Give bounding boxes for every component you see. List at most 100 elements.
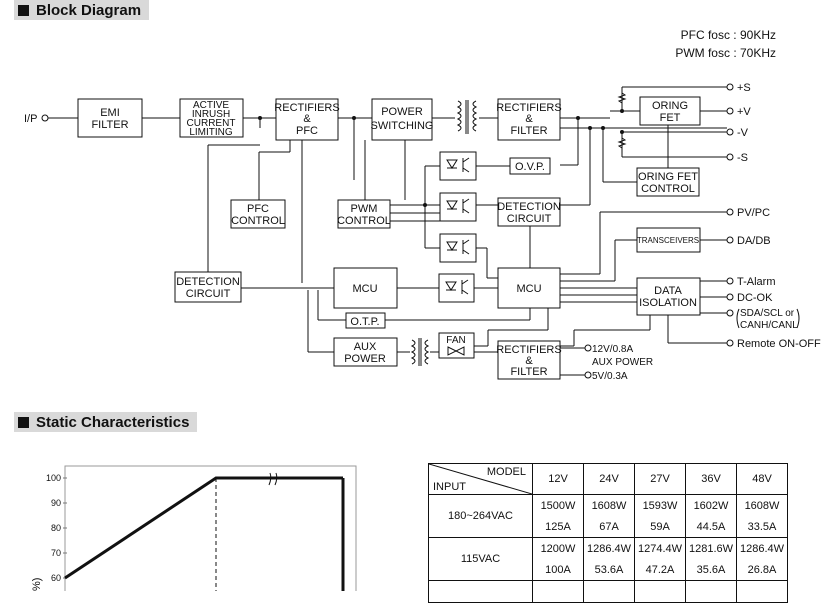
table-row: 180~264VAC 1500W 1608W 1593W 1602W 1608W	[428, 494, 788, 538]
table-cell	[428, 580, 533, 603]
optocoupler-icon	[439, 151, 477, 181]
input-label: I/P	[24, 113, 37, 125]
watt-cell: 1274.4W	[634, 537, 686, 559]
sda-scl-label: SDA/SCL or	[740, 308, 795, 319]
model-cell: 12V	[532, 463, 584, 495]
t-alarm-label: T-Alarm	[737, 276, 776, 288]
optocoupler-icon	[439, 233, 477, 263]
heading-square-icon	[18, 416, 29, 428]
block-emi-filter: EMI FILTER	[77, 98, 143, 138]
model-cell: 24V	[583, 463, 635, 495]
y-tick-label: 70	[51, 548, 61, 558]
watt-cell: 1593W	[634, 494, 686, 516]
svg-text:ORING FET: ORING FET	[638, 171, 698, 183]
watt-cell: 1608W	[583, 494, 635, 516]
svg-text:&: &	[525, 113, 533, 125]
svg-text:POWER: POWER	[381, 106, 423, 118]
svg-text:LIMITING: LIMITING	[189, 127, 233, 138]
block-power-switching: POWER SWITCHING	[371, 98, 434, 141]
block-ovp: O.V.P.	[509, 157, 551, 175]
block-diagram-heading: Block Diagram	[14, 0, 150, 20]
terminal-labels: I/P +S +V -V -S PV/PC DA/DB T-Alarm DC-O…	[24, 82, 821, 382]
amp-cell: 35.6A	[685, 559, 737, 581]
optocoupler-icon	[438, 273, 475, 303]
block-oring-fet: ORING FET	[639, 96, 701, 126]
svg-text:FET: FET	[660, 112, 681, 124]
sense-resistor-icons	[617, 92, 627, 149]
amp-cell: 44.5A	[685, 516, 737, 538]
static-characteristics-heading: Static Characteristics	[14, 412, 198, 432]
block-detection-circuit-left: DETECTION CIRCUIT	[174, 271, 242, 303]
svg-text:PFC: PFC	[296, 125, 318, 137]
svg-text:ACTIVE: ACTIVE	[193, 100, 229, 111]
block-pfc-control: PFC CONTROL	[230, 199, 286, 229]
svg-text:AUX: AUX	[354, 341, 377, 353]
aux-power-output-label: AUX POWER	[592, 357, 653, 368]
table-row: 100A 53.6A 47.2A 35.6A 26.8A	[429, 559, 788, 581]
wiring	[41, 83, 734, 379]
pfc-fosc-note: PFC fosc : 90KHz	[680, 28, 776, 42]
amp-cell: 47.2A	[634, 559, 686, 581]
table-cell	[736, 580, 788, 603]
block-rectifiers-filter-main: RECTIFIERS & FILTER	[496, 98, 562, 141]
input-cell: 115VAC	[428, 537, 533, 581]
y-tick-label: 80	[51, 523, 61, 533]
canh-canl-label: CANH/CANL	[740, 320, 798, 331]
table-row: 115VAC 1200W 1286.4W 1274.4W 1281.6W 128…	[428, 537, 788, 581]
svg-text:SWITCHING: SWITCHING	[371, 120, 434, 132]
table-corner-cell: MODEL INPUT	[428, 463, 533, 495]
watt-cell: 1500W	[532, 494, 584, 516]
watt-cell: 1286.4W	[736, 537, 788, 559]
pwm-fosc-note: PWM fosc : 70KHz	[675, 46, 776, 60]
plus-s-label: +S	[737, 82, 751, 94]
chart-ylabel: %)	[31, 578, 43, 591]
aux-5v-label: 5V/0.3A	[592, 371, 628, 382]
amp-cell: 125A	[532, 516, 584, 538]
y-tick-label: 60	[51, 573, 61, 583]
watt-cell: 1602W	[685, 494, 737, 516]
svg-text:FILTER: FILTER	[510, 125, 547, 137]
svg-text:CIRCUIT: CIRCUIT	[186, 288, 231, 300]
svg-text:MCU: MCU	[516, 283, 541, 295]
block-rectifiers-filter-aux: RECTIFIERS & FILTER	[496, 340, 562, 380]
svg-text:MCU: MCU	[352, 283, 377, 295]
svg-text:EMI: EMI	[100, 107, 120, 119]
block-pwm-control: PWM CONTROL	[337, 199, 391, 229]
da-db-label: DA/DB	[737, 235, 771, 247]
pv-pc-label: PV/PC	[737, 207, 770, 219]
oscillator-notes: PFC fosc : 90KHz PWM fosc : 70KHz	[675, 26, 776, 62]
minus-v-label: -V	[737, 127, 749, 139]
svg-text:ORING: ORING	[652, 100, 688, 112]
svg-text:INRUSH: INRUSH	[192, 109, 230, 120]
y-tick-label: 100	[46, 473, 61, 483]
model-cell: 36V	[685, 463, 737, 495]
chart-plot-frame	[64, 465, 357, 591]
svg-text:RECTIFIERS: RECTIFIERS	[496, 344, 561, 356]
svg-text:PFC: PFC	[247, 203, 269, 215]
svg-text:RECTIFIERS: RECTIFIERS	[496, 102, 561, 114]
svg-text:FILTER: FILTER	[510, 366, 547, 378]
axis-break-icon	[268, 472, 278, 486]
amp-cell: 59A	[634, 516, 686, 538]
svg-text:CONTROL: CONTROL	[231, 215, 285, 227]
table-cell	[634, 580, 686, 603]
svg-text:&: &	[303, 113, 311, 125]
svg-text:O.T.P.: O.T.P.	[350, 316, 379, 328]
dc-ok-label: DC-OK	[737, 292, 773, 304]
svg-text:CONTROL: CONTROL	[641, 183, 695, 195]
svg-text:TRANSCEIVERS: TRANSCEIVERS	[637, 236, 699, 245]
amp-cell: 100A	[532, 559, 584, 581]
svg-text:ISOLATION: ISOLATION	[639, 297, 697, 309]
svg-text:DATA: DATA	[654, 285, 682, 297]
output-power-table: MODEL INPUT 12V 24V 27V 36V 48V 180~264V…	[428, 463, 788, 603]
model-header: MODEL	[486, 466, 526, 478]
model-cell: 48V	[736, 463, 788, 495]
optocoupler-icons	[438, 151, 477, 303]
remote-on-off-label: Remote ON-OFF	[737, 338, 821, 350]
input-cell: 180~264VAC	[428, 494, 533, 538]
svg-text:O.V.P.: O.V.P.	[515, 161, 545, 173]
input-header: INPUT	[433, 481, 466, 493]
block-otp: O.T.P.	[345, 312, 386, 329]
